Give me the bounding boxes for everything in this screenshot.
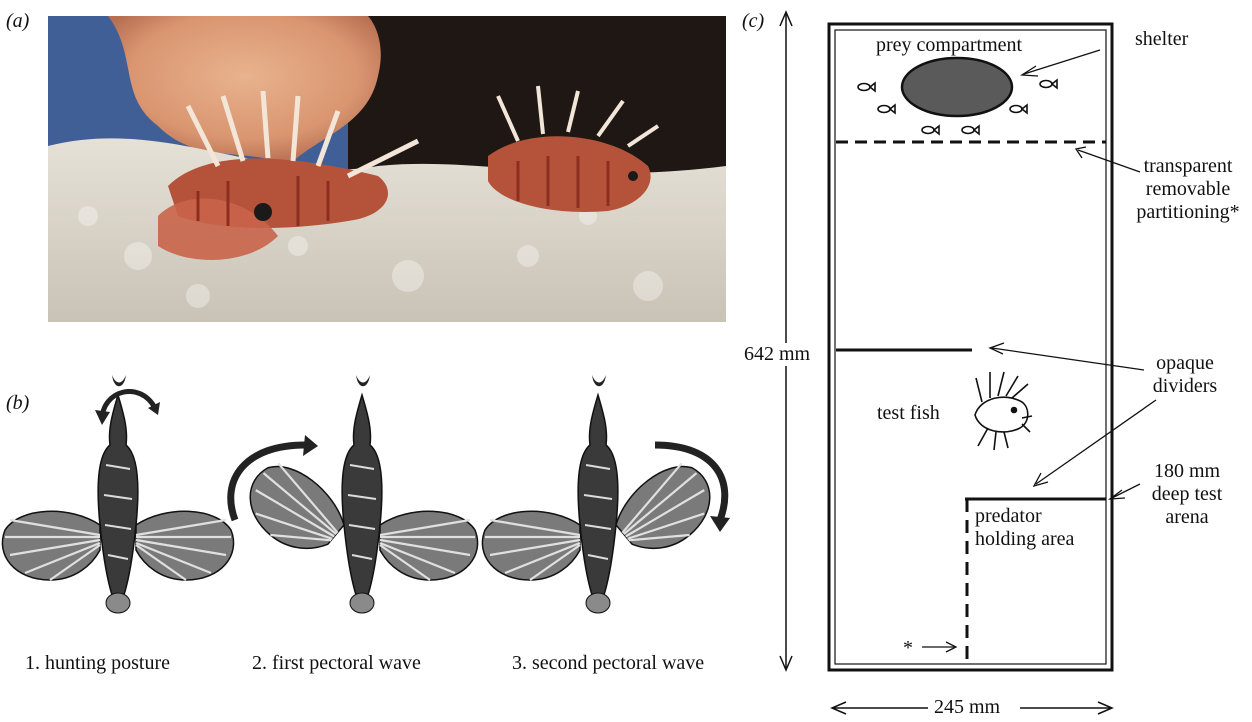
prey-compartment-label: prey compartment <box>876 34 1022 57</box>
depth-label: 180 mm deep test arena <box>1132 460 1242 529</box>
test-fish-label: test fish <box>877 402 940 425</box>
test-fish-drawing <box>975 372 1032 450</box>
height-dimension-label: 642 mm <box>744 343 810 366</box>
shelter-label: shelter <box>1135 28 1188 51</box>
width-dimension-label: 245 mm <box>934 696 1000 719</box>
dividers-label: opaque dividers <box>1140 352 1230 398</box>
partition-label: transparent removable partitioning* <box>1124 155 1252 224</box>
asterisk-marker: * <box>903 637 913 660</box>
holding-area-label: predator holding area <box>975 505 1074 551</box>
shelter-shape <box>902 58 1012 116</box>
